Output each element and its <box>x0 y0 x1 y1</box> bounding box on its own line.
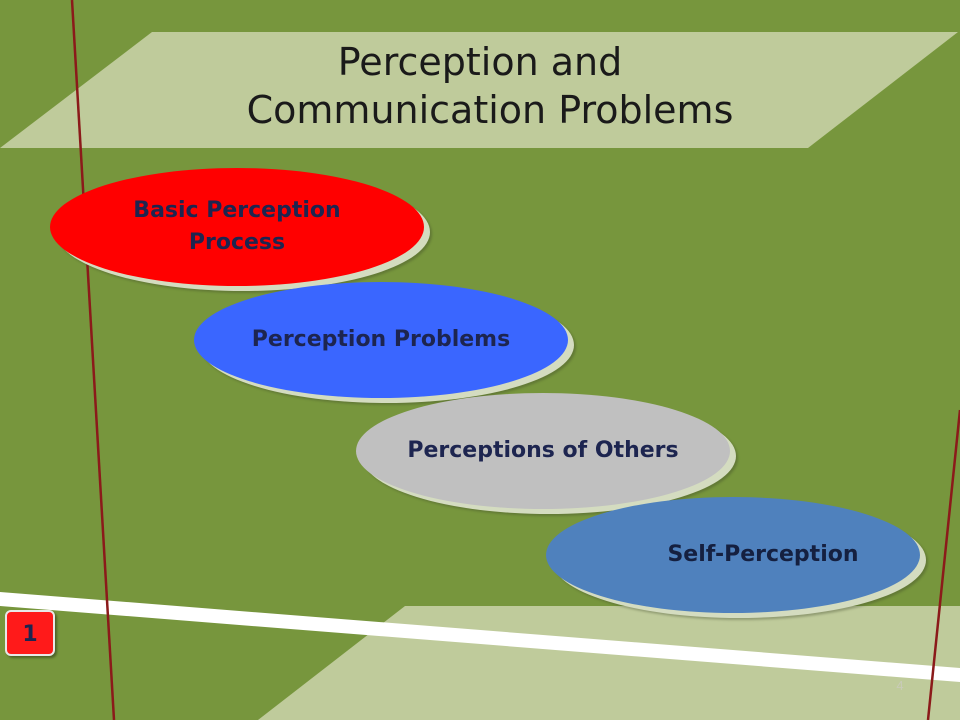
oval-label: Self-Perception <box>667 542 859 567</box>
oval-basic-perception-process: Basic Perception Process <box>50 168 424 286</box>
title-line-2: Communication Problems <box>246 88 734 132</box>
slide-number: 4 <box>896 678 904 693</box>
oval-label: Perceptions of Others <box>407 438 679 463</box>
title-line-1: Perception and <box>337 40 623 84</box>
section-badge: 1 <box>5 610 55 656</box>
title-band <box>0 32 958 148</box>
oval-self-perception: Self-Perception <box>546 497 920 613</box>
left-accent-line <box>70 0 116 720</box>
right-accent-line <box>926 409 960 720</box>
slide-title: Perception and Communication Problems <box>140 38 820 134</box>
oval-label: Basic Perception Process <box>133 198 341 255</box>
oval-label: Perception Problems <box>251 327 511 352</box>
oval-perceptions-of-others: Perceptions of Others <box>356 393 730 509</box>
oval-perception-problems: Perception Problems <box>194 282 568 398</box>
white-stripe <box>0 592 960 682</box>
